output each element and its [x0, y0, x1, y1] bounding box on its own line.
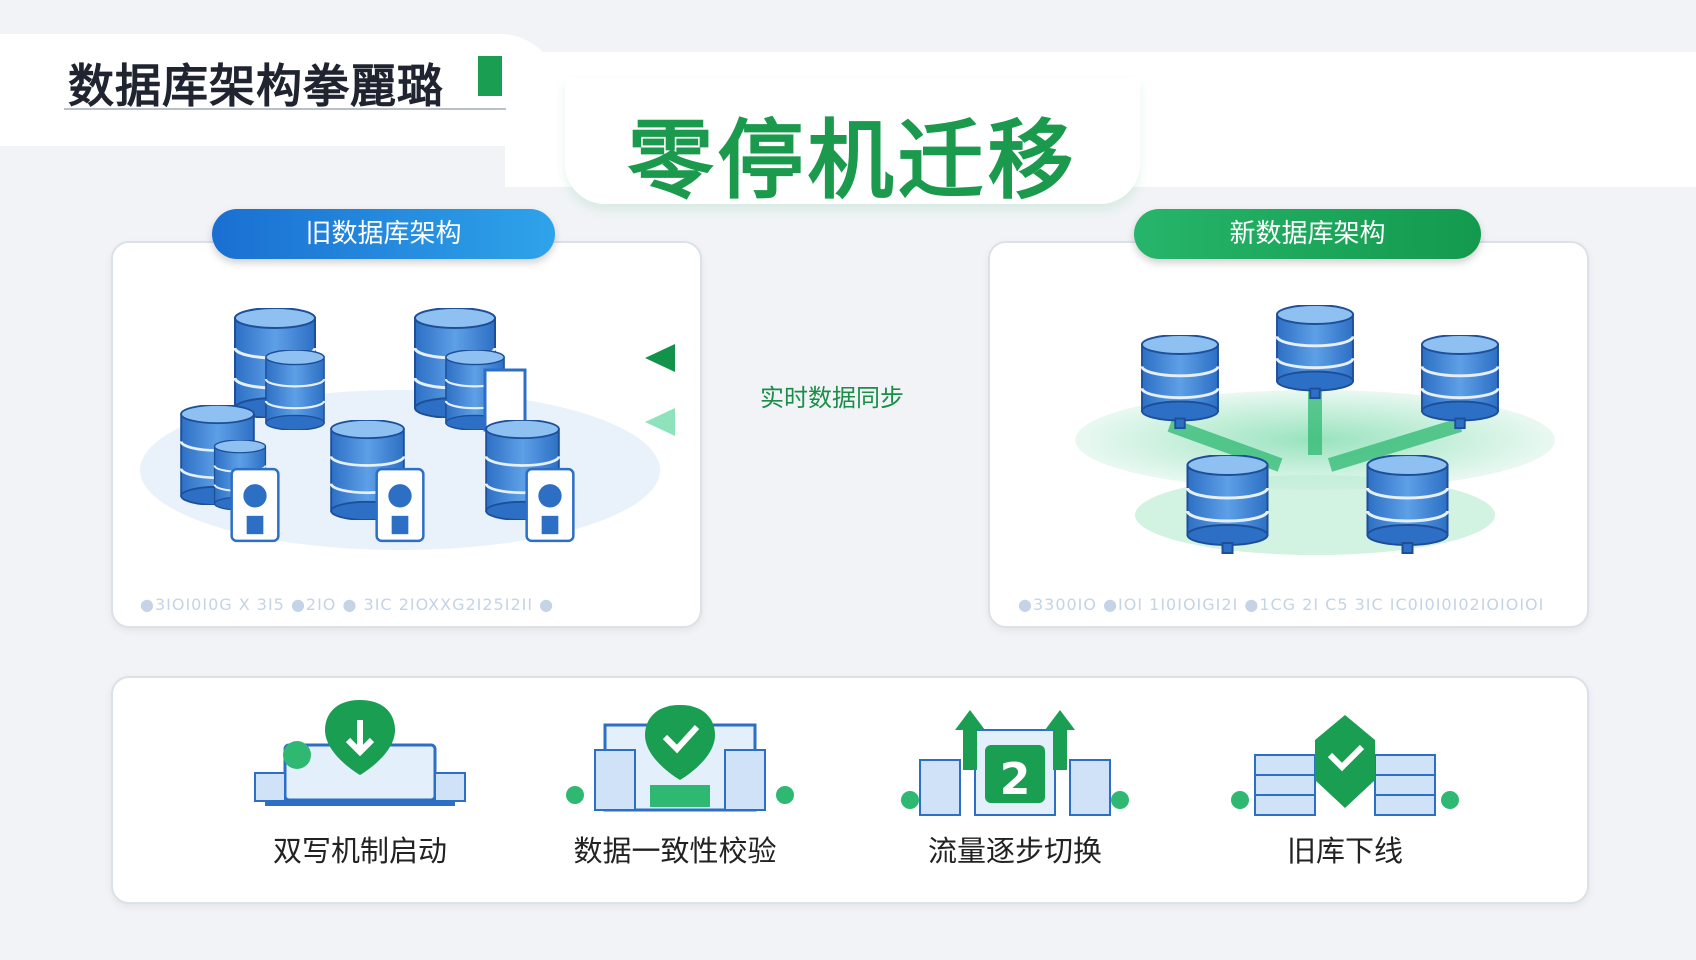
sync-label: 实时数据同步	[760, 384, 904, 412]
check-shield-icon	[566, 705, 794, 812]
download-shield-icon	[254, 700, 466, 806]
header-band-left	[0, 34, 560, 146]
title-panel	[565, 78, 1140, 204]
old-database-cluster-icon	[140, 308, 660, 550]
main-title: 零停机迁移	[627, 111, 1078, 211]
step-traffic-switch-label: 流量逐步切换	[927, 834, 1102, 868]
step-dual-write-label: 双写机制启动	[272, 834, 447, 868]
title-underline	[64, 108, 506, 110]
title-accent-bar	[478, 56, 502, 96]
document-title: 数据库架构拳麗璐	[68, 59, 444, 113]
decommission-check-icon	[1231, 715, 1459, 816]
new-architecture-label: 新数据库架构	[1134, 209, 1481, 259]
step-decommission-label: 旧库下线	[1286, 834, 1403, 868]
new-architecture-footer-text: ●3300IO ●IOI 1I0IOIGI2I ●1CG 2I C5 3IC I…	[1018, 595, 1545, 614]
step-consistency-check-label: 数据一致性校验	[573, 834, 777, 868]
traffic-switch-icon: 2	[901, 710, 1129, 816]
old-architecture-label: 旧数据库架构	[212, 209, 555, 259]
old-architecture-footer-text: ●3IOI0I0G X 3I5 ●2IO ● 3IC 2IOXXG2I25I2I…	[140, 595, 555, 614]
new-distributed-database-icon	[1075, 305, 1555, 555]
svg-text:2: 2	[1000, 754, 1031, 805]
